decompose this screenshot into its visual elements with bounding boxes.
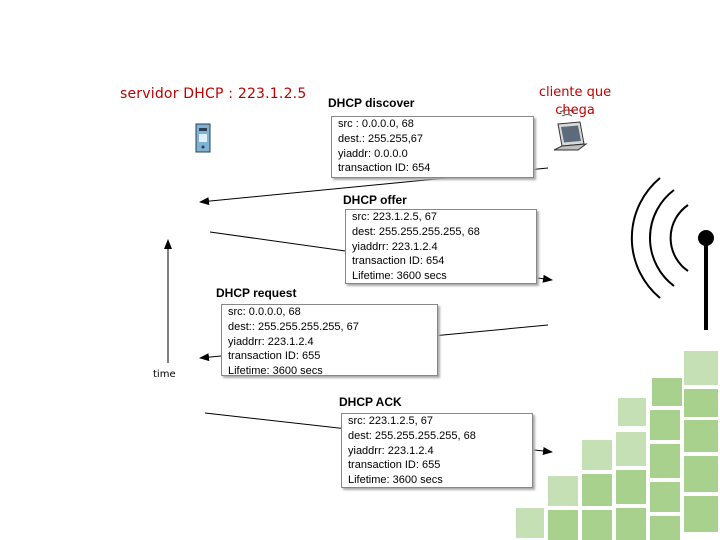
ack-line: yiaddrr: 223.1.2.4 <box>348 444 434 457</box>
request-line: src: 0.0.0.0, 68 <box>228 306 301 318</box>
request-line: Lifetime: 3600 secs <box>228 365 323 378</box>
request-box: src: 0.0.0.0, 68 dest:: 255.255.255.255,… <box>221 304 438 378</box>
client-label: cliente que chega <box>538 85 612 118</box>
offer-line: src: 223.1.2.5, 67 <box>352 211 437 223</box>
request-line: yiaddrr: 223.1.2.4 <box>228 335 314 348</box>
discover-line: dest.: 255.255,67 <box>338 132 424 145</box>
server-icon <box>195 123 211 153</box>
discover-line: src : 0.0.0.0, 68 <box>338 118 414 130</box>
ack-line: dest: 255.255.255.255, 68 <box>348 429 476 442</box>
green-squares-decoration <box>516 351 718 540</box>
ack-line: transaction ID: 655 <box>348 459 441 472</box>
ack-line: src: 223.1.2.5, 67 <box>348 415 433 427</box>
request-title: DHCP request <box>216 286 297 300</box>
laptop-icon <box>553 109 588 151</box>
time-label: time <box>153 369 176 380</box>
discover-box: src : 0.0.0.0, 68 dest.: 255.255,67 yiad… <box>331 116 534 178</box>
discover-title: DHCP discover <box>328 96 415 110</box>
offer-line: transaction ID: 654 <box>352 255 445 268</box>
request-line: transaction ID: 655 <box>228 350 321 363</box>
ack-box: src: 223.1.2.5, 67 dest: 255.255.255.255… <box>341 413 533 488</box>
discover-line: yiaddr: 0.0.0.0 <box>338 147 408 160</box>
offer-line: Lifetime: 3600 secs <box>352 270 447 283</box>
discover-line: transaction ID: 654 <box>338 162 431 175</box>
offer-line: yiaddrr: 223.1.2.4 <box>352 240 438 253</box>
offer-title: DHCP offer <box>343 193 407 207</box>
server-label: servidor DHCP : 223.1.2.5 <box>120 86 307 102</box>
offer-line: dest: 255.255.255.255, 68 <box>352 225 480 238</box>
wireless-signal-icon <box>630 177 714 330</box>
request-line: dest:: 255.255.255.255, 67 <box>228 320 359 333</box>
ack-line: Lifetime: 3600 secs <box>348 474 443 487</box>
offer-box: src: 223.1.2.5, 67 dest: 255.255.255.255… <box>345 209 537 284</box>
ack-title: DHCP ACK <box>339 395 402 409</box>
